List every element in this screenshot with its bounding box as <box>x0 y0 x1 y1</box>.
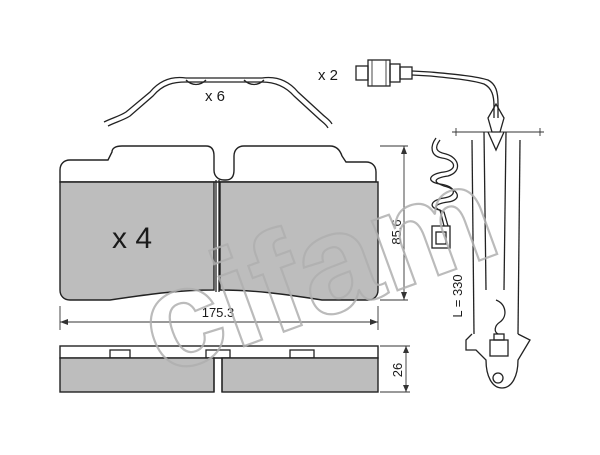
cable-length-label: L = 330 <box>450 274 465 317</box>
friction-pad-left <box>59 181 215 301</box>
height-dimension-label: 85.6 <box>389 219 404 244</box>
anti-rattle-clip <box>103 76 333 129</box>
friction-pad-right <box>219 181 379 301</box>
width-dimension-label: 175.3 <box>202 305 235 320</box>
thickness-dimension-label: 26 <box>390 363 405 377</box>
thickness-dimension <box>380 345 410 393</box>
sensor-quantity: x 2 <box>318 67 338 84</box>
pad-quantity: x 4 <box>112 222 152 255</box>
clip-quantity: x 6 <box>205 88 225 105</box>
wear-sensor-connector <box>355 59 499 118</box>
wear-sensor-probe <box>452 102 544 389</box>
width-dimension <box>59 306 379 330</box>
coiled-sensor-cable <box>430 137 459 249</box>
pad-side-view <box>59 345 379 393</box>
height-dimension <box>380 145 408 301</box>
backing-plate-outline <box>59 145 377 183</box>
